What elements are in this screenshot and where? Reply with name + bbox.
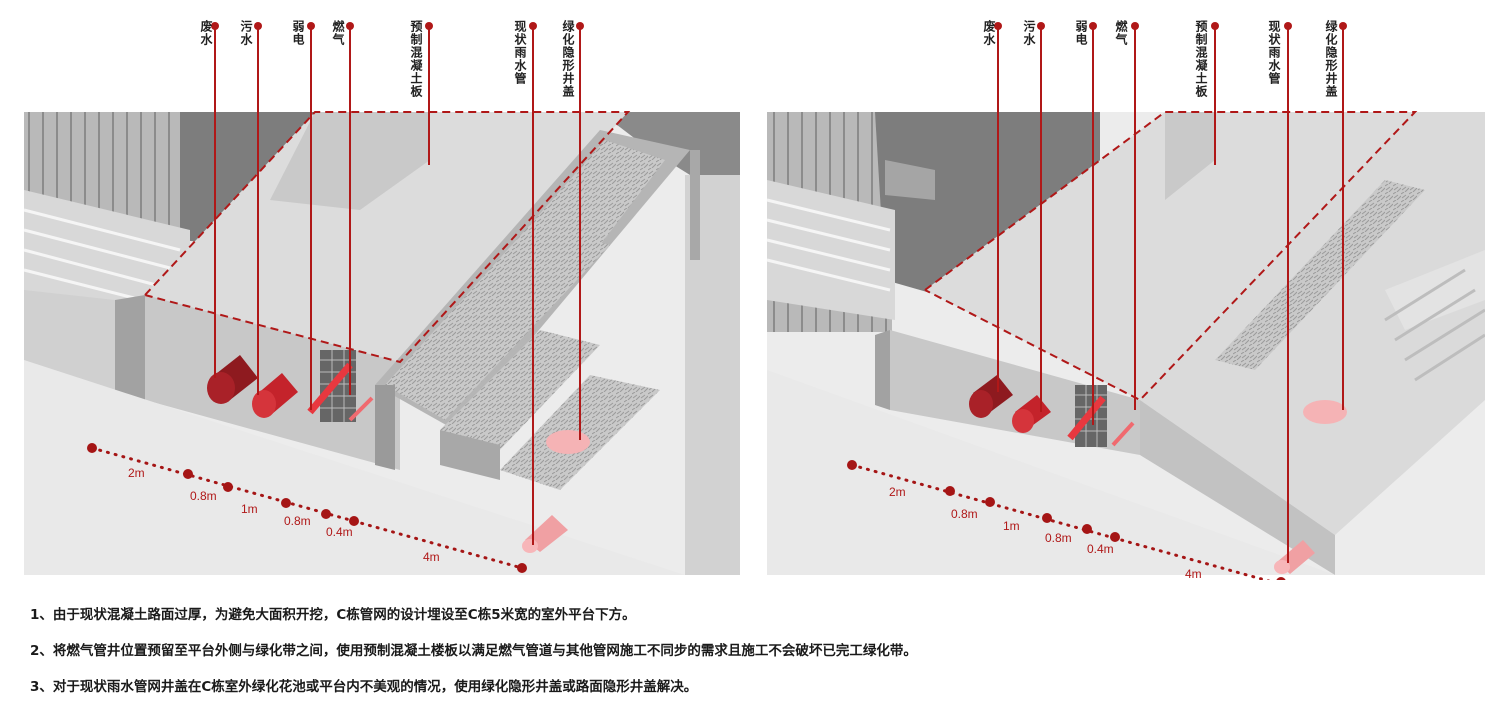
label-sewage: 污水 xyxy=(1022,20,1036,46)
gas-pipe xyxy=(1111,421,1135,447)
label-precast-slab: 预制混凝土板 xyxy=(1194,20,1208,98)
note-1: 1、由于现状混凝土路面过厚，为避免大面积开挖，C栋管网的设计埋设至C栋5米宽的室… xyxy=(30,607,636,623)
left-axonometric-drawing xyxy=(23,22,740,575)
label-gas: 燃气 xyxy=(331,20,345,46)
dimension-label: 1m xyxy=(241,502,258,516)
note-2: 2、将燃气管井位置预留至平台外侧与绿化带之间，使用预制混凝土楼板以满足燃气管道与… xyxy=(30,643,917,659)
dimension-label: 4m xyxy=(1185,567,1202,581)
ground xyxy=(24,360,685,575)
label-leaders xyxy=(997,26,1344,563)
wastewater-pipe xyxy=(969,375,1013,418)
hidden-manhole-cover xyxy=(546,430,590,454)
dimension-line xyxy=(90,446,524,570)
weak-current-pipe xyxy=(307,362,353,415)
gas-pipe xyxy=(348,396,374,422)
dimension-label: 0.4m xyxy=(1087,542,1114,556)
stormwater-pipe xyxy=(1274,540,1315,574)
label-stormwater-pipe: 现状雨水管 xyxy=(1267,20,1281,85)
label-dots xyxy=(994,22,1347,30)
dimension-label: 0.8m xyxy=(284,514,311,528)
steps xyxy=(1384,268,1485,382)
label-gas: 燃气 xyxy=(1114,20,1128,46)
dimension-label: 4m xyxy=(423,550,440,564)
precast-slab-outline xyxy=(924,111,1418,402)
precast-slab-outline xyxy=(144,111,631,364)
stair-lines xyxy=(23,208,181,304)
dimension-ticks xyxy=(87,443,527,573)
platform-top xyxy=(145,112,628,362)
wastewater-pipe xyxy=(207,355,258,404)
dimension-label: 0.8m xyxy=(1045,531,1072,545)
platform-top xyxy=(925,112,1415,400)
label-leaders xyxy=(214,26,581,545)
planter-strip-2 xyxy=(530,140,665,245)
dimension-label: 2m xyxy=(889,485,906,499)
label-weak-current: 弱电 xyxy=(1074,20,1088,46)
dimension-label: 0.8m xyxy=(951,507,978,521)
label-wastewater: 废水 xyxy=(982,20,996,46)
note-3: 3、对于现状雨水管网井盖在C栋室外绿化花池或平台内不美观的情况，使用绿化隐形井盖… xyxy=(30,679,698,695)
sewage-pipe xyxy=(252,373,298,418)
dimension-label: 0.8m xyxy=(190,489,217,503)
design-notes: 1、由于现状混凝土路面过厚，为避免大面积开挖，C栋管网的设计埋设至C栋5米宽的室… xyxy=(30,604,1470,712)
weak-current-pipe xyxy=(1067,395,1106,441)
label-dots xyxy=(211,22,584,30)
planter-strip xyxy=(1215,180,1425,370)
right-axonometric-drawing xyxy=(766,22,1485,580)
dimension-label: 1m xyxy=(1003,519,1020,533)
label-wastewater: 废水 xyxy=(199,20,213,46)
dimension-label: 2m xyxy=(128,466,145,480)
dimension-ticks xyxy=(847,460,1286,580)
upper-wall xyxy=(600,112,740,175)
label-hidden-manhole: 绿化隐形井盖 xyxy=(1324,20,1338,98)
dimension-label: 0.4m xyxy=(326,525,353,539)
right-wall xyxy=(685,175,740,575)
label-sewage: 污水 xyxy=(239,20,253,46)
planter-strip-3 xyxy=(440,330,600,455)
label-weak-current: 弱电 xyxy=(291,20,305,46)
dimension-line xyxy=(850,463,1271,580)
right-diagram: 废水 污水 弱电 燃气 预制混凝土板 现状雨水管 绿化隐形井盖 2m 0.8m … xyxy=(745,0,1485,581)
label-stormwater-pipe: 现状雨水管 xyxy=(513,20,527,85)
label-precast-slab: 预制混凝土板 xyxy=(409,20,423,98)
label-hidden-manhole: 绿化隐形井盖 xyxy=(561,20,575,98)
planter-strip-1 xyxy=(385,225,610,420)
stair-block xyxy=(767,180,895,320)
left-diagram: 废水 污水 弱电 燃气 预制混凝土板 现状雨水管 绿化隐形井盖 2m 0.8m … xyxy=(0,0,740,580)
ground xyxy=(767,370,1335,575)
hidden-manhole-cover xyxy=(1303,400,1347,424)
